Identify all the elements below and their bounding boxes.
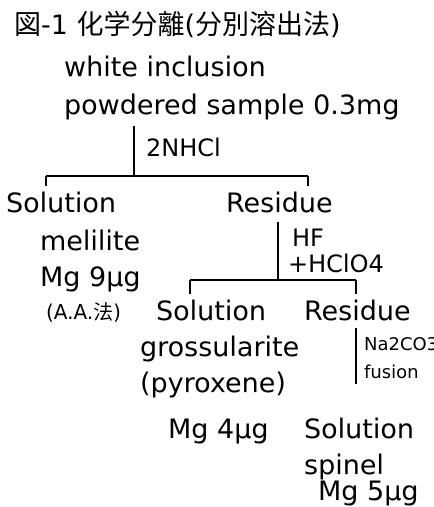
mg-value-melilite: Mg 9μg — [40, 262, 141, 293]
reagent-step3-line2: fusion — [364, 362, 419, 383]
reagent-step3-line1: Na2CO3 — [364, 334, 434, 355]
phase-melilite: melilite — [40, 226, 141, 257]
reagent-step2-line2: +HClO4 — [288, 250, 384, 278]
branch3-solution-label: Solution — [304, 414, 414, 445]
sample-amount: powdered sample 0.3mg — [64, 90, 400, 121]
branch1-solution-label: Solution — [6, 188, 116, 219]
method-label: (A.A.法) — [46, 300, 121, 324]
mg-value-spinel: Mg 5μg — [318, 476, 419, 507]
mg-value-grossularite: Mg 4μg — [168, 414, 269, 445]
figure-title: 図-1 化学分離(分別溶出法) — [14, 10, 341, 41]
reagent-step2-line1: HF — [292, 224, 324, 252]
reagent-step1: 2NHCl — [146, 134, 221, 162]
branch2-solution-label: Solution — [156, 296, 266, 327]
phase-grossularite: grossularite — [140, 332, 300, 363]
phase-note-pyroxene: (pyroxene) — [140, 368, 286, 399]
sample-name: white inclusion — [64, 52, 266, 83]
branch1-residue-label: Residue — [226, 188, 333, 219]
phase-spinel: spinel — [304, 450, 384, 481]
branch2-residue-label: Residue — [304, 296, 411, 327]
